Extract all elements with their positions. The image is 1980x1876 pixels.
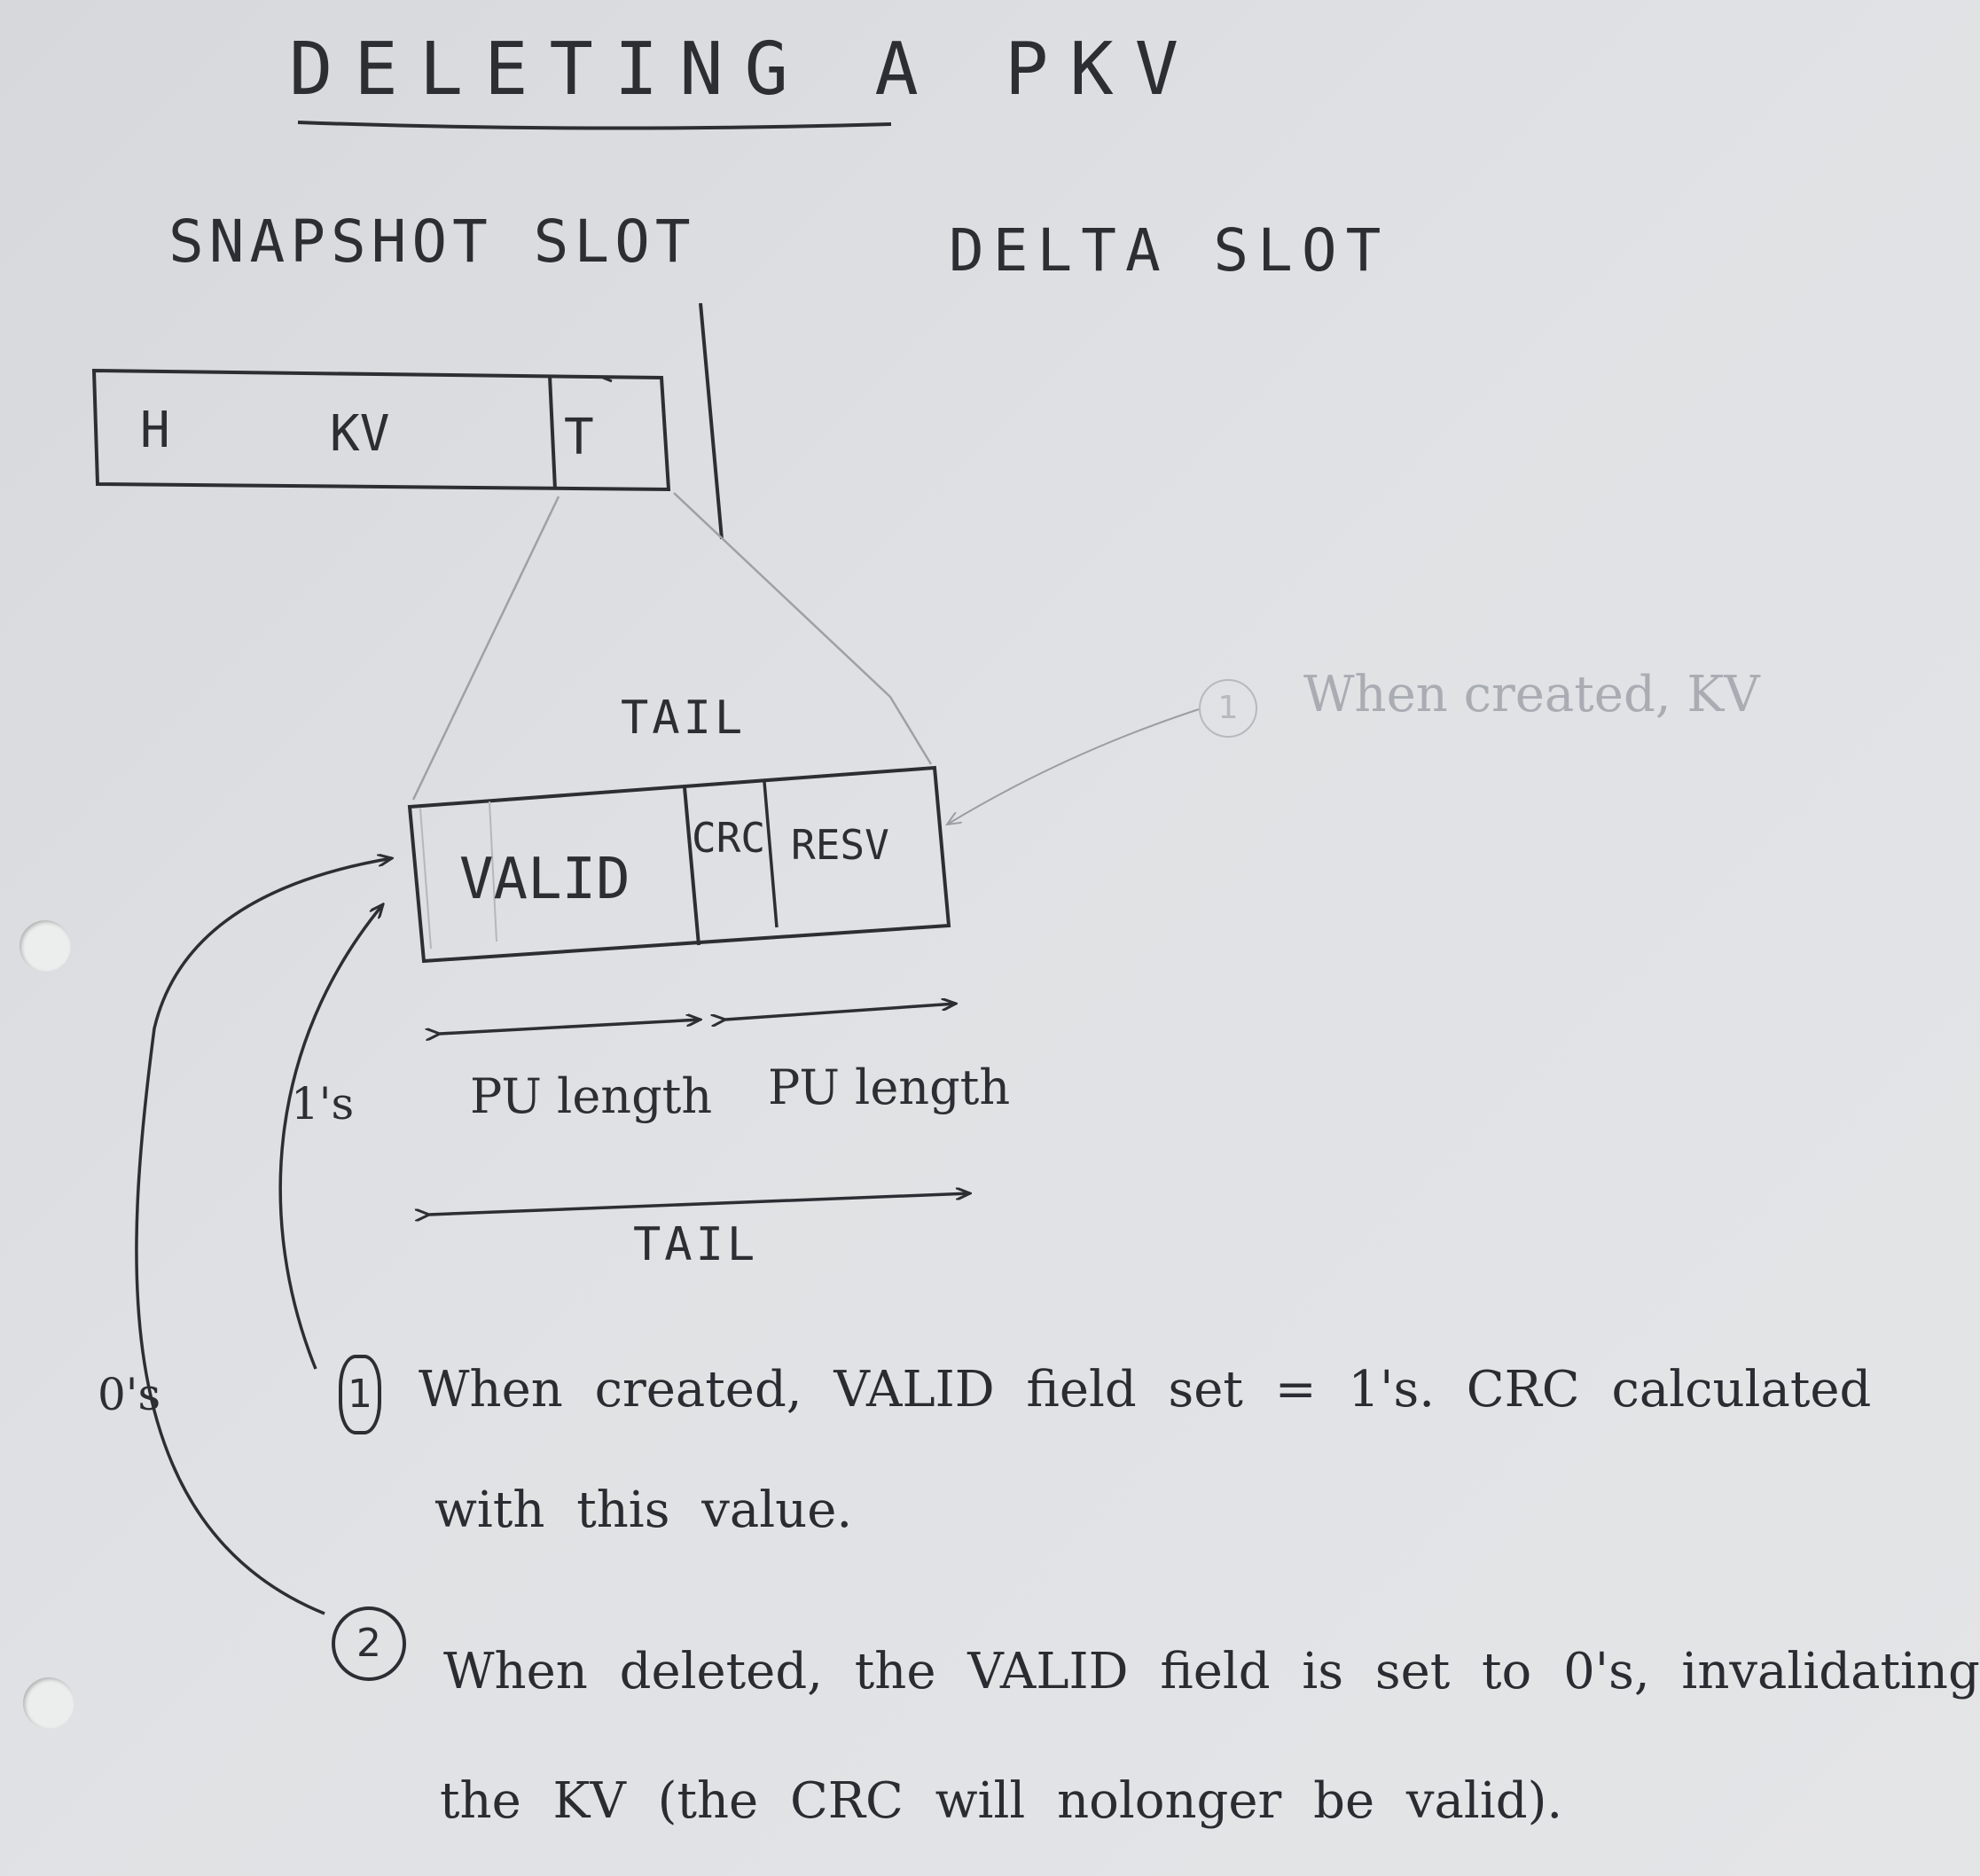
punch-hole (23, 1677, 74, 1729)
snapshot-slot-label: SNAPSHOT SLOT (168, 207, 696, 276)
pu-length-arrow-1 (440, 1020, 700, 1034)
note-1-line-1: When created, VALID field set = 1's. CRC… (419, 1361, 1872, 1419)
zeros-arrow-label: 0's (98, 1369, 161, 1420)
delta-slot-label: DELTA SLOT (949, 216, 1390, 285)
zeros-arrow (135, 858, 392, 1615)
slot-divider (699, 302, 724, 540)
tail-divider-crc (683, 786, 700, 946)
tail-divider-resv (763, 781, 779, 928)
resv-field-label: RESV (791, 821, 889, 869)
pu-length-arrow-2 (725, 1004, 956, 1020)
tail-span-arrow (429, 1193, 970, 1215)
ones-arrow (278, 904, 383, 1370)
zoom-line-left (411, 496, 560, 801)
record-divider-extra (602, 376, 613, 383)
crc-field-label: CRC (692, 814, 766, 862)
tail-divider-faint (419, 808, 432, 950)
punch-hole (20, 920, 71, 972)
note-2-line-2: the KV (the CRC will nolonger be valid). (440, 1772, 1563, 1830)
record-header-label: H (140, 402, 170, 459)
page-title: DELETING A PKV (289, 27, 1201, 112)
pu-length-label-2: PU length (768, 1059, 1011, 1115)
note-2-number: 2 (332, 1606, 406, 1681)
note-2-line-1: When deleted, the VALID field is set to … (443, 1643, 1980, 1700)
record-box (91, 368, 671, 492)
valid-field-label: VALID (459, 847, 630, 912)
ones-arrow-label: 1's (291, 1078, 355, 1130)
faint-arrow (947, 708, 1200, 825)
faint-note-number: 1 (1199, 679, 1257, 738)
note-1-line-2: with this value. (434, 1481, 853, 1539)
diagram-drawing (91, 121, 1200, 1615)
record-kv-label: KV (330, 405, 390, 463)
tail-divider-faint (489, 801, 497, 942)
faint-note-text: When created, KV (1303, 666, 1760, 723)
record-divider (548, 375, 557, 490)
title-underline (297, 121, 892, 130)
note-1-number: 1 (339, 1355, 381, 1434)
record-tail-label: T (564, 409, 594, 466)
tail-span-label: TAIL (633, 1218, 759, 1271)
tail-box (407, 765, 951, 964)
pu-length-label-1: PU length (470, 1068, 713, 1124)
notebook-page: DELETING A PKV SNAPSHOT SLOT DELTA SLOT … (20, 27, 1980, 1830)
tail-title-label: TAIL (621, 692, 747, 745)
zoom-line-right (673, 492, 933, 765)
